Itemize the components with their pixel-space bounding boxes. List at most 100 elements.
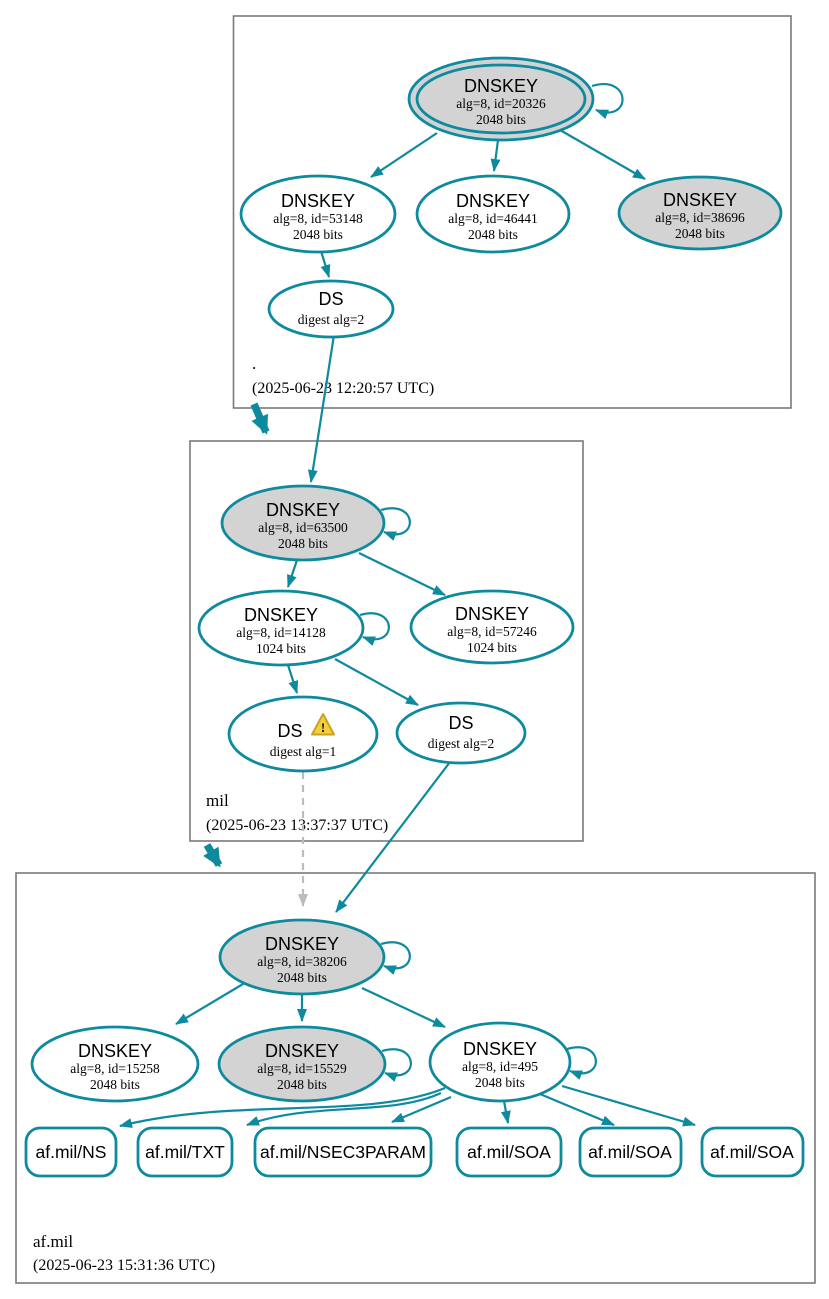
edge-key14128-selfloop <box>359 612 390 646</box>
node-title: DNSKEY <box>265 1041 339 1061</box>
node-detail: alg=8, id=38696 <box>655 210 745 225</box>
edge-afmil-ksk-to-key495 <box>361 987 446 1028</box>
node-title: DNSKEY <box>463 1039 537 1059</box>
rrset-label: af.mil/SOA <box>588 1142 672 1162</box>
node-title: DNSKEY <box>663 190 737 210</box>
edge-key495-selfloop <box>566 1046 597 1080</box>
zone-timestamp-root: (2025-06-23 12:20:57 UTC) <box>252 380 434 397</box>
edge-key53148-to-ds <box>319 250 331 278</box>
dnskey-node-38206[interactable]: DNSKEY alg=8, id=38206 2048 bits <box>218 918 386 996</box>
node-detail: alg=8, id=63500 <box>258 520 348 535</box>
node-title: DS <box>448 713 473 733</box>
zone-label-afmil: af.mil <box>33 1232 73 1251</box>
zone-box-root <box>232 15 792 409</box>
node-bits: 1024 bits <box>256 641 306 656</box>
zone-label-mil: mil <box>206 791 229 810</box>
node-title: DS <box>318 289 343 309</box>
node-bits: 2048 bits <box>476 112 526 127</box>
zone-timestamp-mil: (2025-06-23 13:37:37 UTC) <box>206 817 388 834</box>
dnskey-node-15529[interactable]: DNSKEY alg=8, id=15529 2048 bits <box>217 1025 387 1103</box>
zone-box-mil <box>189 440 584 842</box>
rrset-node-soa-3[interactable]: af.mil/SOA <box>700 1126 805 1178</box>
node-detail: alg=8, id=46441 <box>448 211 537 226</box>
dnskey-node-15258[interactable]: DNSKEY alg=8, id=15258 2048 bits <box>30 1025 200 1103</box>
edge-mil-to-afmil-delegation <box>203 843 223 868</box>
node-detail: digest alg=2 <box>298 312 364 327</box>
node-title: DS <box>277 721 302 741</box>
node-title: DNSKEY <box>78 1041 152 1061</box>
dnskey-node-46441[interactable]: DNSKEY alg=8, id=46441 2048 bits <box>415 174 571 254</box>
rrset-node-soa-1[interactable]: af.mil/SOA <box>455 1126 563 1178</box>
node-detail: alg=8, id=38206 <box>257 954 347 969</box>
edge-key495-to-rrset-soa1 <box>500 1100 511 1124</box>
rrset-label: af.mil/SOA <box>467 1142 551 1162</box>
node-title: DNSKEY <box>456 191 530 211</box>
edge-root-ksk-to-key53148 <box>370 132 438 178</box>
node-title: DNSKEY <box>455 604 529 624</box>
dnskey-node-38696[interactable]: DNSKEY alg=8, id=38696 2048 bits <box>617 175 783 251</box>
ds-node-mil-alg2[interactable]: DS digest alg=2 <box>395 701 527 765</box>
zone-box-afmil <box>15 872 816 1284</box>
node-bits: 2048 bits <box>90 1077 140 1092</box>
rrset-label: af.mil/SOA <box>710 1142 794 1162</box>
node-detail: alg=8, id=53148 <box>273 211 363 226</box>
edge-key14128-to-ds2 <box>334 658 419 706</box>
node-detail: alg=8, id=15258 <box>70 1061 160 1076</box>
node-title: DNSKEY <box>281 191 355 211</box>
edge-key495-to-rrset-nsec3param <box>391 1095 452 1124</box>
edge-key495-to-rrset-ns <box>119 1086 446 1128</box>
edge-key495-to-rrset-soa3 <box>561 1084 696 1127</box>
node-bits: 2048 bits <box>475 1075 525 1090</box>
node-bits: 2048 bits <box>293 227 343 242</box>
edge-root-ds-to-mil-ksk <box>307 334 336 483</box>
edge-mil-ksk-selfloop <box>380 507 411 541</box>
node-bits: 2048 bits <box>277 970 327 985</box>
svg-text:!: ! <box>321 720 325 735</box>
dnskey-node-495[interactable]: DNSKEY alg=8, id=495 2048 bits <box>428 1021 572 1103</box>
edge-key495-to-rrset-soa2 <box>539 1092 615 1127</box>
dnskey-node-57246[interactable]: DNSKEY alg=8, id=57246 1024 bits <box>409 589 575 665</box>
rrset-node-nsec3param[interactable]: af.mil/NSEC3PARAM <box>253 1126 433 1178</box>
edge-key495-to-rrset-txt <box>246 1091 442 1127</box>
rrset-node-ns[interactable]: af.mil/NS <box>24 1126 118 1178</box>
rrset-node-txt[interactable]: af.mil/TXT <box>136 1126 234 1178</box>
dnskey-node-53148[interactable]: DNSKEY alg=8, id=53148 2048 bits <box>239 174 397 254</box>
edge-afmil-ksk-to-key15258 <box>175 983 244 1025</box>
edge-mil-ds2-to-afmil-ksk <box>335 761 451 913</box>
edge-root-ksk-selfloop <box>591 83 624 119</box>
node-bits: 1024 bits <box>467 640 517 655</box>
node-title: DNSKEY <box>266 500 340 520</box>
node-detail: alg=8, id=495 <box>462 1059 538 1074</box>
edge-root-to-mil-delegation <box>250 402 270 435</box>
rrset-label: af.mil/NSEC3PARAM <box>260 1142 426 1162</box>
zone-timestamp-afmil: (2025-06-23 15:31:36 UTC) <box>33 1257 215 1274</box>
node-title: DNSKEY <box>244 605 318 625</box>
rrset-node-soa-2[interactable]: af.mil/SOA <box>578 1126 683 1178</box>
edge-root-ksk-to-key38696 <box>559 129 646 180</box>
rrset-label: af.mil/NS <box>36 1142 107 1162</box>
edge-key15529-selfloop <box>381 1048 412 1082</box>
node-bits: 2048 bits <box>278 536 328 551</box>
zone-label-root: . <box>252 354 256 373</box>
node-title: DNSKEY <box>265 934 339 954</box>
edge-key14128-to-ds1 <box>286 664 299 694</box>
warning-icon: ! <box>311 713 335 736</box>
dnskey-node-20326-trust-anchor[interactable]: DNSKEY alg=8, id=20326 2048 bits <box>407 56 595 142</box>
node-bits: 2048 bits <box>468 227 518 242</box>
edge-afmil-ksk-selfloop <box>380 941 411 975</box>
node-detail: alg=8, id=57246 <box>447 624 537 639</box>
ds-node-mil-alg1-warning[interactable]: DS ! digest alg=1 <box>227 695 379 773</box>
node-bits: 2048 bits <box>277 1077 327 1092</box>
edge-mil-ksk-to-key14128 <box>286 559 299 588</box>
edge-root-ksk-to-key46441 <box>490 139 501 172</box>
node-detail: alg=8, id=20326 <box>456 96 546 111</box>
node-detail: digest alg=2 <box>428 736 494 751</box>
node-bits: 2048 bits <box>675 226 725 241</box>
node-detail: alg=8, id=14128 <box>236 625 326 640</box>
ds-node-root[interactable]: DS digest alg=2 <box>267 279 395 339</box>
edge-mil-ksk-to-key57246 <box>358 552 446 596</box>
rrset-label: af.mil/TXT <box>145 1142 225 1162</box>
dnskey-node-63500[interactable]: DNSKEY alg=8, id=63500 2048 bits <box>220 484 386 562</box>
dnskey-node-14128[interactable]: DNSKEY alg=8, id=14128 1024 bits <box>197 589 365 667</box>
